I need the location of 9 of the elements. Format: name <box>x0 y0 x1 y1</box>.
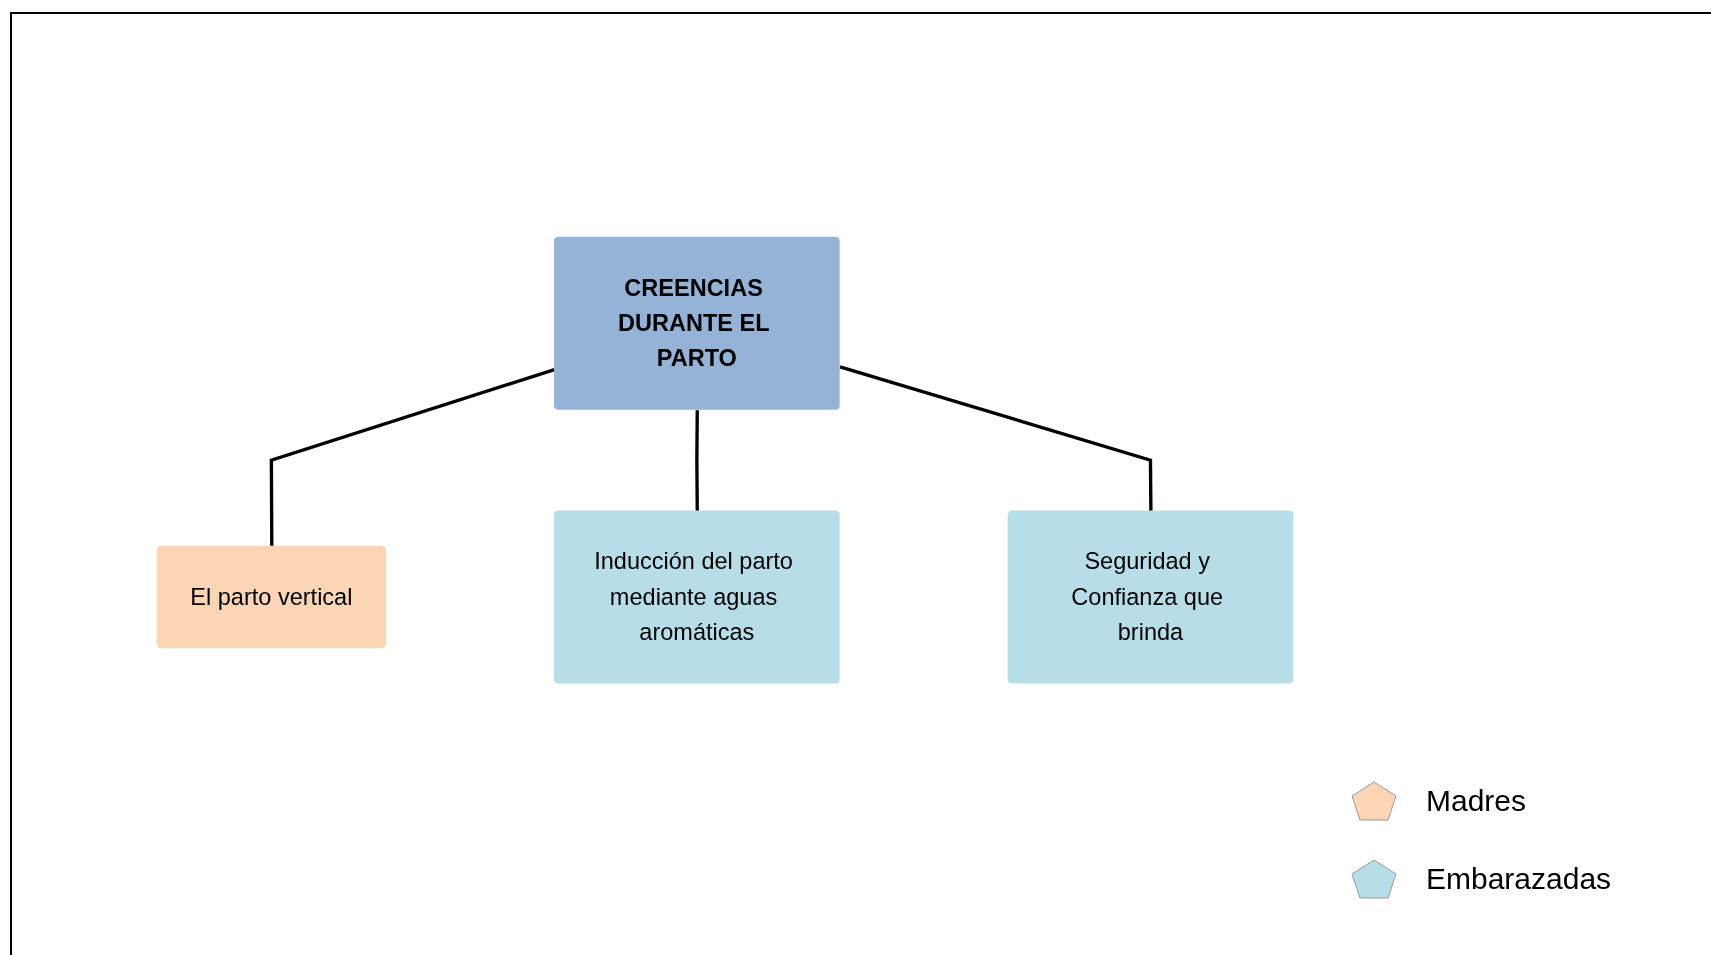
node-box: Inducción del parto mediante aguas aromáticas <box>554 510 840 684</box>
node-box: El parto vertical <box>156 545 387 649</box>
connector <box>695 410 699 511</box>
legend-label: Embarazadas <box>1426 862 1612 896</box>
legend-label: Madres <box>1426 784 1527 818</box>
connector <box>269 367 555 547</box>
node-box: CREENCIAS DURANTE EL PARTO <box>554 236 840 410</box>
node-box: Seguridad y Confianza que brinda <box>1007 510 1294 684</box>
connector <box>839 365 1153 511</box>
